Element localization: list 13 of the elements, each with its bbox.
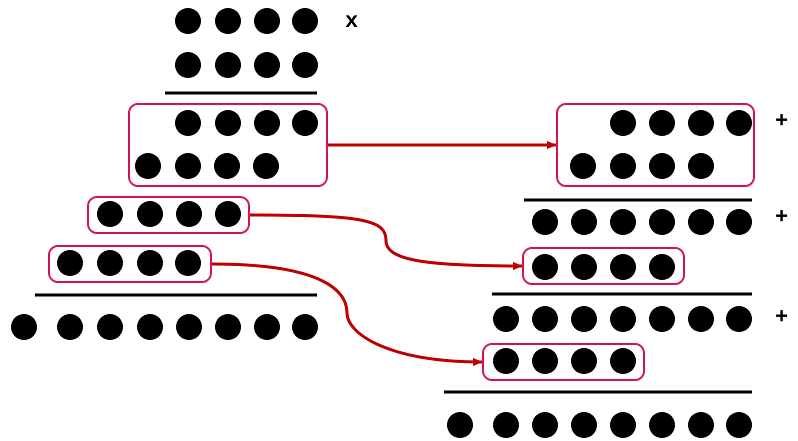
operator-sign: x: [345, 11, 358, 33]
group-box: [556, 103, 755, 187]
arrow: [328, 141, 557, 149]
operator-sign: +: [775, 111, 788, 133]
group-box: [482, 343, 645, 381]
operator-sign: +: [775, 207, 788, 229]
group-box: [48, 245, 212, 283]
group-box: [522, 247, 685, 285]
group-box: [128, 103, 328, 187]
operator-sign: +: [775, 307, 788, 329]
arrow: [250, 214, 523, 270]
group-box: [87, 196, 250, 234]
arrow: [212, 262, 483, 366]
